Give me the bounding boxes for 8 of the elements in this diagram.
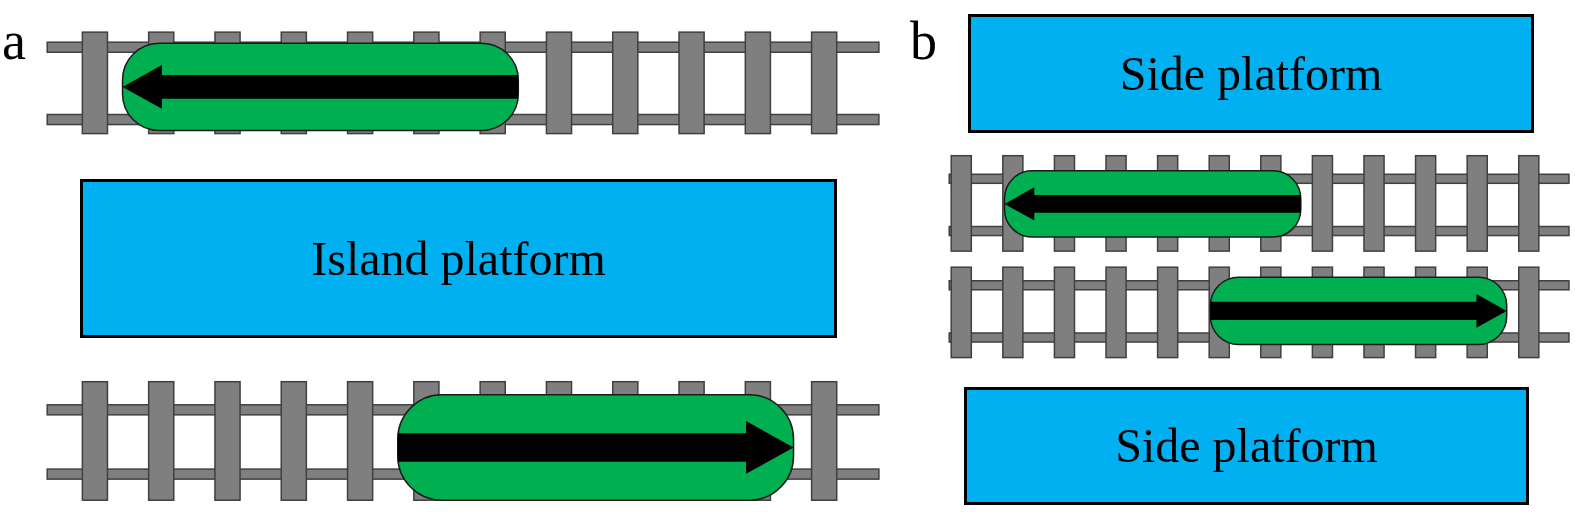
panel-letter: b <box>910 14 938 69</box>
platform-label: Side platform <box>1115 418 1378 474</box>
platform-box <box>964 386 1529 506</box>
platform-label: Side platform <box>1119 45 1383 101</box>
platform-label: Island platform <box>311 231 606 287</box>
platform-box <box>968 14 1534 133</box>
platform-box <box>80 178 837 339</box>
panel-letter: a <box>2 14 26 69</box>
